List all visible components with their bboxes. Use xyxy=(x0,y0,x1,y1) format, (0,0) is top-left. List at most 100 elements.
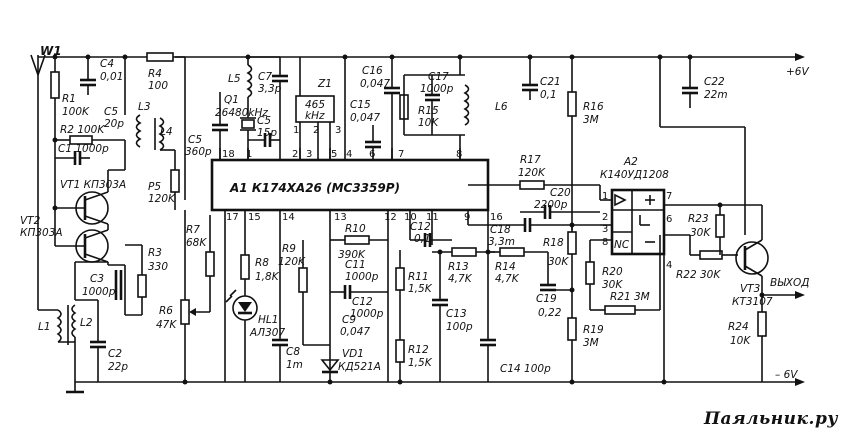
label-r9-value: 120K xyxy=(278,256,306,268)
svg-text:3: 3 xyxy=(335,125,341,136)
svg-text:3: 3 xyxy=(602,224,608,235)
capacitor-c19 xyxy=(540,252,572,292)
transistor-vt2 xyxy=(55,224,109,263)
label-vt3: VT3 xyxy=(740,283,760,295)
svg-text:2: 2 xyxy=(292,149,298,160)
resistor-r9 xyxy=(298,240,330,346)
label-c12a-value: 1000p xyxy=(350,308,384,320)
label-c15-value: 0,047 xyxy=(350,112,380,124)
label-r19: R19 xyxy=(583,324,604,336)
label-r10-value: 390K xyxy=(338,249,366,261)
label-c5a: C5 xyxy=(104,106,118,118)
svg-text:4: 4 xyxy=(666,260,672,271)
svg-text:12: 12 xyxy=(384,212,397,223)
ground-left xyxy=(66,382,84,394)
label-c18-value: 3,3m xyxy=(488,236,515,248)
label-c13-value: 100p xyxy=(446,321,473,333)
resistor-r18 xyxy=(567,225,577,318)
resistor-r21 xyxy=(604,235,661,315)
label-c2-value: 22p xyxy=(108,361,128,373)
label-r1-value: 100K xyxy=(62,106,90,118)
capacitor-c14 xyxy=(480,338,496,382)
svg-text:1: 1 xyxy=(293,125,299,136)
label-c14: C14 100p xyxy=(500,363,551,375)
label-c21: C21 xyxy=(540,76,561,88)
svg-text:3: 3 xyxy=(306,149,312,160)
label-c18: C18 xyxy=(490,224,511,236)
label-r22: R22 30K xyxy=(676,269,721,281)
capacitor-c18 xyxy=(468,218,600,232)
label-c16-value: 0,047 xyxy=(360,78,390,90)
output-terminal xyxy=(762,291,805,299)
label-c5c: C5 xyxy=(188,134,202,146)
svg-text:4: 4 xyxy=(346,149,352,160)
label-r13: R13 xyxy=(448,261,469,273)
label-r20: R20 xyxy=(602,266,623,278)
label-neg-rail: – 6V xyxy=(775,369,798,381)
label-r7-value: 68K xyxy=(186,237,207,249)
resistor-p5 xyxy=(170,150,180,210)
label-c4-value: 0,01 xyxy=(100,71,123,83)
label-ic-a2-nc: NC xyxy=(614,239,630,251)
led-hl1 xyxy=(225,289,258,382)
resistor-r10 xyxy=(330,235,388,245)
label-l2: L2 xyxy=(80,317,93,329)
capacitor-c15 xyxy=(365,125,381,160)
label-c7: C7 xyxy=(258,71,272,83)
label-c17-value: 1000p xyxy=(420,83,454,95)
label-vd1: VD1 xyxy=(342,348,364,360)
label-c8: C8 xyxy=(286,346,300,358)
label-c19-value: 0,22 xyxy=(538,307,562,319)
resistor-r4 xyxy=(146,52,174,62)
label-r19-value: 3M xyxy=(583,337,599,349)
resistor-r12 xyxy=(395,339,405,382)
label-r15: R15 xyxy=(418,105,439,117)
label-ic-a1: A1 К174ХА26 (MC3359P) xyxy=(229,181,400,195)
resistor-r3 xyxy=(124,244,147,316)
ic-a2-pins: 1 2 3 8 4 6 7 xyxy=(602,191,672,271)
svg-text:1: 1 xyxy=(602,191,608,202)
label-z1: Z1 xyxy=(317,78,332,90)
transistor-vt1 xyxy=(55,170,109,225)
capacitor-c12-1000p xyxy=(330,285,388,299)
label-r23-value: 30K xyxy=(690,227,711,239)
capacitor-c21 xyxy=(522,57,538,100)
resistor-r19 xyxy=(567,317,577,382)
resistor-r23 xyxy=(715,205,725,255)
capacitor-c22 xyxy=(682,57,698,108)
svg-text:7: 7 xyxy=(666,191,672,202)
capacitor-c3 xyxy=(74,262,125,300)
label-r15-value: 10K xyxy=(418,117,439,129)
label-c22: C22 xyxy=(704,76,725,88)
svg-text:9: 9 xyxy=(464,212,470,223)
svg-text:18: 18 xyxy=(222,149,235,160)
label-r6-value: 47K xyxy=(156,319,177,331)
capacitor-c4 xyxy=(80,57,96,95)
label-c12b-value: 0,1 xyxy=(414,233,431,245)
label-l1: L1 xyxy=(38,321,51,333)
label-vd1-type: КД521А xyxy=(338,361,381,373)
label-c1: C1 1000p xyxy=(58,143,109,155)
inductor-l5 xyxy=(246,57,253,110)
label-r1: R1 xyxy=(62,93,76,105)
resistor-r17 xyxy=(468,180,601,200)
label-r11: R11 xyxy=(408,271,429,283)
label-q1-value: 26480kHz xyxy=(215,107,268,119)
label-r17-value: 120K xyxy=(518,167,546,179)
label-c12a: C12 xyxy=(352,296,373,308)
label-r14-value: 4,7K xyxy=(495,273,520,285)
svg-text:5: 5 xyxy=(331,149,337,160)
label-l4: L4 xyxy=(160,126,173,138)
label-r12: R12 xyxy=(408,344,429,356)
label-c20-value: 2200p xyxy=(534,199,568,211)
label-r3-value: 330 xyxy=(148,261,168,273)
potentiometer-r6 xyxy=(180,210,210,382)
label-r9: R9 xyxy=(282,243,296,255)
label-z1-v1: 465 xyxy=(305,99,325,111)
label-c5b: C5 xyxy=(257,115,271,127)
resistor-r22 xyxy=(689,235,738,260)
capacitor-c5-15p xyxy=(248,110,281,160)
label-c5b-value: 15p xyxy=(257,127,277,139)
label-r16-value: 3M xyxy=(583,114,599,126)
label-c8-value: 1m xyxy=(286,359,303,371)
